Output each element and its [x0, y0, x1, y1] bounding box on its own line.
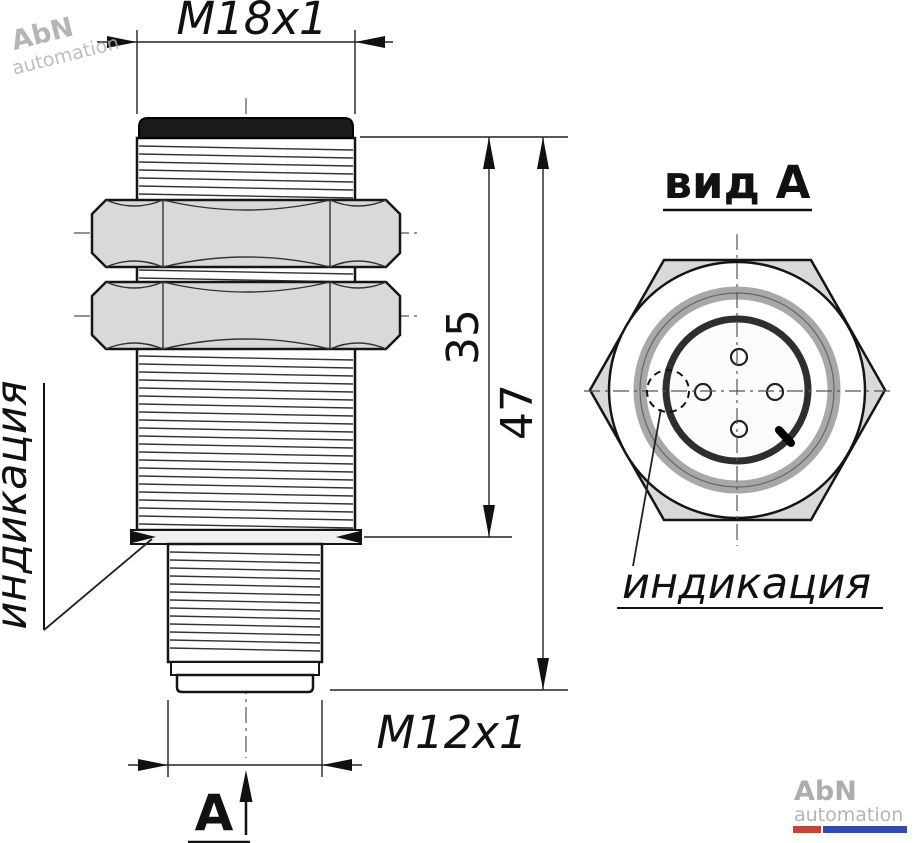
view-a-letter: A: [195, 784, 234, 842]
watermark-top-left: AbN automation: [8, 12, 121, 80]
thread-hatch-body: [138, 355, 354, 529]
end-view: вид А индикация: [584, 156, 890, 609]
watermark-brand-2: AbN: [794, 776, 857, 807]
indication-label-front: индикация: [0, 380, 37, 629]
connector-m12: [166, 542, 324, 694]
sensor-cap: [138, 117, 354, 139]
centerlines-end: [584, 234, 890, 546]
end-view-title: вид А: [664, 156, 811, 209]
hex-nut-upper: [90, 198, 402, 269]
dimension-m12: M12x1: [128, 700, 528, 777]
watermark-bar-red: [793, 826, 821, 833]
connector-pins: [693, 347, 795, 447]
hex-nut-lower: [90, 280, 402, 351]
watermark-bar-blue: [823, 826, 907, 833]
dim-m12-label: M12x1: [376, 706, 527, 759]
watermark-bottom-right: AbN automation: [793, 776, 907, 833]
dim-m18-label: M18x1: [176, 0, 327, 45]
indication-dashed-circle: [646, 369, 690, 413]
dimension-47: 47: [330, 137, 568, 691]
indication-flange: [130, 529, 362, 545]
dim-35-label: 35: [438, 309, 489, 365]
view-arrow-a: A: [188, 770, 253, 843]
indication-callout-end: индикация: [617, 408, 883, 609]
dimension-m18: M18x1: [97, 0, 393, 114]
thread-hatch-top: [138, 145, 354, 199]
front-view: M18x1 35 47 M12x1: [0, 0, 568, 843]
thread-hatch-m12: [169, 551, 321, 652]
polarity-mark: [775, 426, 795, 447]
watermark-sub-2: automation: [794, 804, 903, 826]
dim-47-label: 47: [492, 384, 543, 440]
indication-callout-front: индикация: [0, 380, 153, 631]
indication-label-end: индикация: [622, 559, 871, 609]
dimension-35: 35: [360, 136, 568, 538]
